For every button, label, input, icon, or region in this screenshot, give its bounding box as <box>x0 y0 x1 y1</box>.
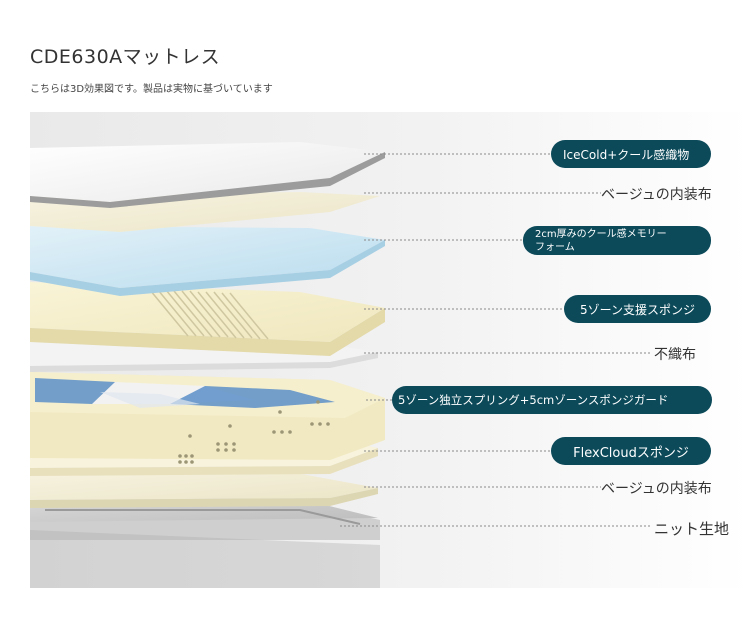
page-subtitle: こちらは3D効果図です。製品は実物に基づいています <box>30 84 273 95</box>
layer-cool-memory-foam <box>30 226 385 296</box>
leader-lines <box>340 153 651 527</box>
label-knit-fabric: ニット生地 <box>654 520 730 538</box>
layer-5zone-foam <box>30 282 385 356</box>
label-cool-memory-foam-line1: 2cm厚みのクール感メモリー <box>535 228 667 240</box>
layer-pocket-springs <box>30 372 385 464</box>
label-5zone-foam: 5ゾーン支援スポンジ <box>564 295 711 323</box>
label-beige-inner-lower: ベージュの内装布 <box>601 481 712 497</box>
layer-beige-inner-lower <box>30 470 378 508</box>
label-non-woven: 不織布 <box>654 347 696 363</box>
label-cool-memory-foam-line2: フォーム <box>535 241 575 253</box>
layer-icecold-fabric <box>30 142 385 208</box>
label-cool-memory-foam: 2cm厚みのクール感メモリー フォーム <box>523 226 711 255</box>
label-flexcloud-foam: FlexCloudスポンジ <box>551 437 711 465</box>
label-beige-inner-upper: ベージュの内装布 <box>601 187 712 203</box>
label-icecold-fabric: IceCold+クール感織物 <box>551 140 711 168</box>
layer-knit-fabric <box>30 492 380 588</box>
label-pocket-springs: 5ゾーン独立スプリング+5cmゾーンスポンジガード <box>392 386 712 414</box>
page-title: CDE630Aマットレス <box>30 46 221 68</box>
